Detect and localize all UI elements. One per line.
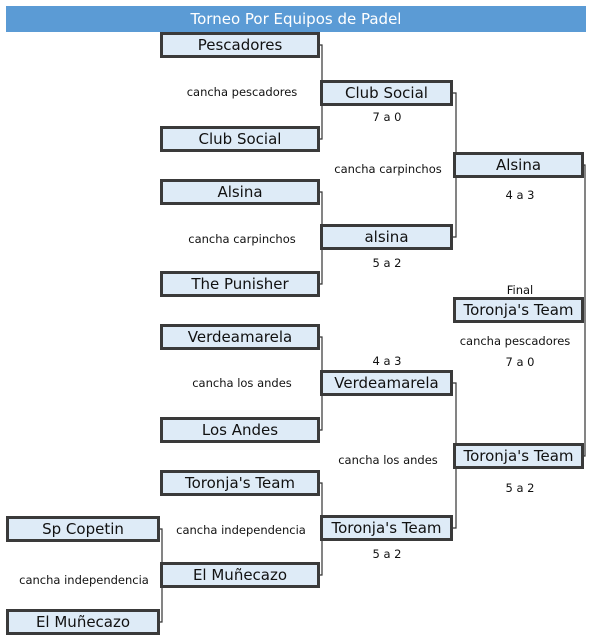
final-label: Final [506, 283, 534, 297]
team-el-munecazo-r0[interactable]: El Muñecazo [6, 609, 160, 635]
venue-match-2: cancha carpinchos [188, 232, 296, 246]
venue-final: cancha pescadores [459, 334, 571, 348]
team-toronjas-team-final[interactable]: Toronja's Team [453, 297, 584, 323]
score-match-3: 4 a 3 [372, 354, 402, 368]
team-toronjas-team-r2[interactable]: Toronja's Team [320, 515, 453, 541]
venue-match-1: cancha pescadores [186, 85, 298, 99]
team-the-punisher[interactable]: The Punisher [160, 271, 320, 297]
score-match-1: 7 a 0 [372, 110, 402, 124]
team-verdeamarela-r2[interactable]: Verdeamarela [320, 370, 453, 396]
team-alsina[interactable]: Alsina [160, 179, 320, 205]
team-toronjas-team[interactable]: Toronja's Team [160, 470, 320, 496]
score-match-2: 5 a 2 [372, 256, 402, 270]
team-verdeamarela[interactable]: Verdeamarela [160, 324, 320, 350]
team-club-social[interactable]: Club Social [160, 126, 320, 152]
score-semifinal-1: 4 a 3 [505, 188, 535, 202]
venue-match-4: cancha independencia [176, 523, 306, 537]
venue-match-3: cancha los andes [192, 376, 292, 390]
score-final: 7 a 0 [505, 355, 535, 369]
venue-match-0: cancha independencia [19, 573, 149, 587]
team-pescadores[interactable]: Pescadores [160, 32, 320, 58]
team-los-andes[interactable]: Los Andes [160, 417, 320, 443]
team-el-munecazo[interactable]: El Muñecazo [160, 562, 320, 588]
score-match-4: 5 a 2 [372, 547, 402, 561]
team-toronjas-team-r3[interactable]: Toronja's Team [453, 443, 584, 469]
tournament-title: Torneo Por Equipos de Padel [6, 6, 586, 32]
score-semifinal-2: 5 a 2 [505, 481, 535, 495]
team-alsina-r2[interactable]: alsina [320, 224, 453, 250]
team-club-social-r2[interactable]: Club Social [320, 80, 453, 106]
team-sp-copetin[interactable]: Sp Copetin [6, 516, 160, 542]
venue-semifinal-2: cancha los andes [338, 453, 438, 467]
venue-semifinal-1: cancha carpinchos [334, 162, 442, 176]
team-alsina-r3[interactable]: Alsina [453, 152, 584, 178]
